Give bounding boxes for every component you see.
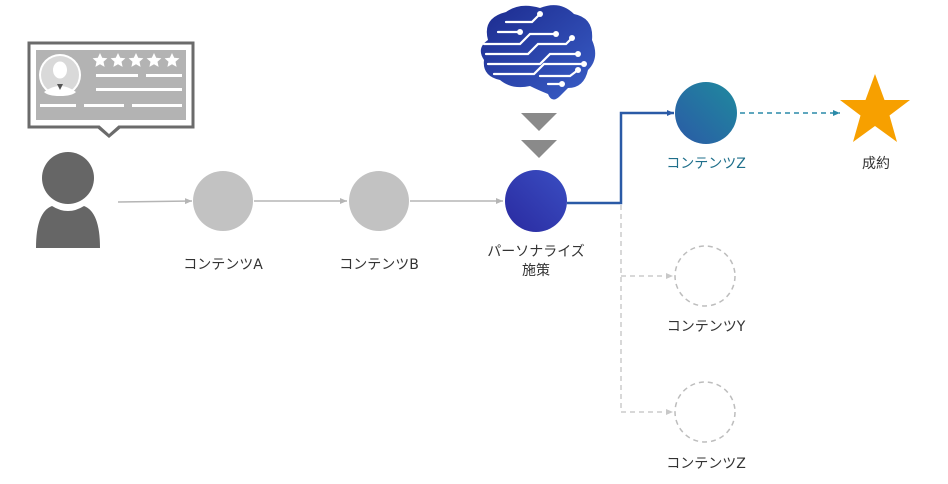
node-content-z-active: [675, 82, 737, 144]
user-silhouette-icon: [36, 152, 100, 248]
down-arrow-icon: [521, 140, 557, 158]
node-content-a: [193, 171, 253, 231]
connector-personalize-to-z: [567, 110, 674, 205]
label-conversion: 成約: [862, 156, 890, 172]
label-personalize-line2: 施策: [522, 263, 550, 279]
label-content-y: コンテンツY: [666, 319, 746, 335]
label-content-z-alt: コンテンツZ: [666, 456, 746, 472]
circuit-brain-icon: [480, 5, 596, 100]
node-content-y: [674, 245, 736, 307]
label-personalize-line1: パーソナライズ: [487, 244, 585, 260]
label-content-b: コンテンツB: [339, 257, 419, 273]
label-content-a: コンテンツA: [183, 257, 263, 273]
node-personalize: [505, 170, 567, 232]
down-arrow-icon: [521, 113, 557, 131]
label-content-z-active: コンテンツZ: [666, 156, 746, 172]
node-content-z-alt: [674, 381, 736, 443]
node-content-b: [349, 171, 409, 231]
connector-user-to-a: [117, 198, 193, 205]
profile-card-icon: [27, 41, 195, 138]
star-icon: [840, 74, 910, 142]
